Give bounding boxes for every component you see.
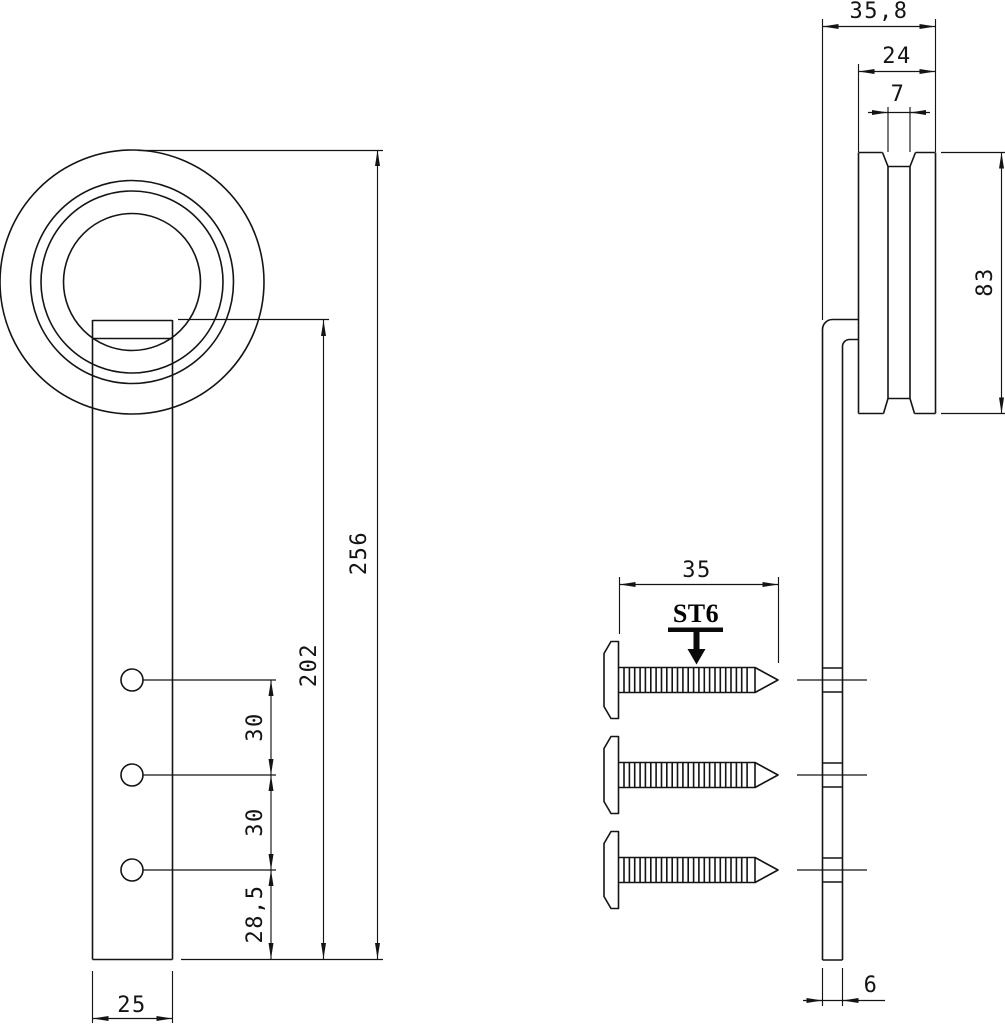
dim-label-strap-length: 202 <box>297 643 322 687</box>
front-view-strap <box>91 319 174 961</box>
screw <box>603 735 779 815</box>
dim-label-hole-spacing-lower: 30 <box>243 807 268 837</box>
screw-head <box>603 830 620 910</box>
st6-down-arrow-icon <box>687 631 706 665</box>
screw-threaded-shank <box>618 761 779 789</box>
dim-label-hole-spacing-upper: 30 <box>243 712 268 742</box>
strap-hole-bottom <box>120 858 144 882</box>
side-view <box>797 151 937 961</box>
dimensions <box>91 19 1005 1023</box>
st6-symbol-bar <box>668 627 723 632</box>
screw-threaded-shank <box>618 856 779 884</box>
front-view-wheel <box>0 149 265 415</box>
screw-threaded-shank <box>618 666 779 694</box>
strap-hole-middle <box>120 763 144 787</box>
dim-label-strap-width: 25 <box>117 993 147 1018</box>
front-view <box>0 149 265 961</box>
roller-diameter-extension-lines <box>941 151 1005 415</box>
dim-label-strap-thickness: 6 <box>864 973 879 998</box>
groove-width-extension-lines <box>887 107 911 152</box>
strap-outline <box>91 319 174 961</box>
dim-label-roller-diameter: 83 <box>973 267 998 297</box>
screw <box>603 640 779 720</box>
wheel-groove-circle <box>40 190 224 374</box>
screw-spec-label: ST6 <box>673 599 719 628</box>
screw-length-extension-lines <box>618 577 780 663</box>
wheel-rim-circle <box>29 179 235 385</box>
strap-hole-edge-marks <box>822 667 843 883</box>
side-view-roller <box>857 151 937 415</box>
st6-symbol <box>668 627 723 665</box>
screw-head <box>603 735 620 815</box>
dim-label-screw-length: 35 <box>682 558 712 583</box>
screw <box>603 830 779 910</box>
dimension-labels: 256 202 30 30 28,5 25 35,8 24 7 83 6 35 … <box>117 0 998 1018</box>
hole-leader-lines <box>143 679 276 871</box>
screws <box>603 640 779 910</box>
dim-label-hole-bottom-offset: 28,5 <box>243 885 268 944</box>
strap-hole-top <box>120 668 144 692</box>
strap-width-extension-lines <box>91 971 174 1023</box>
screw-head <box>603 640 620 720</box>
overall-depth-extension-lines <box>821 19 937 320</box>
dim-label-overall-depth: 35,8 <box>850 0 909 24</box>
strap-side-profile <box>821 318 859 961</box>
wheel-outer-circle <box>0 149 265 415</box>
dim-label-roller-width: 24 <box>882 44 912 69</box>
strap-hole-center-lines <box>797 679 867 871</box>
wheel-hub-circle <box>62 212 202 352</box>
dim-label-groove-width: 7 <box>891 82 906 107</box>
dim-label-overall-height: 256 <box>347 531 372 575</box>
side-view-strap <box>797 318 867 961</box>
roller-profile <box>857 151 937 415</box>
